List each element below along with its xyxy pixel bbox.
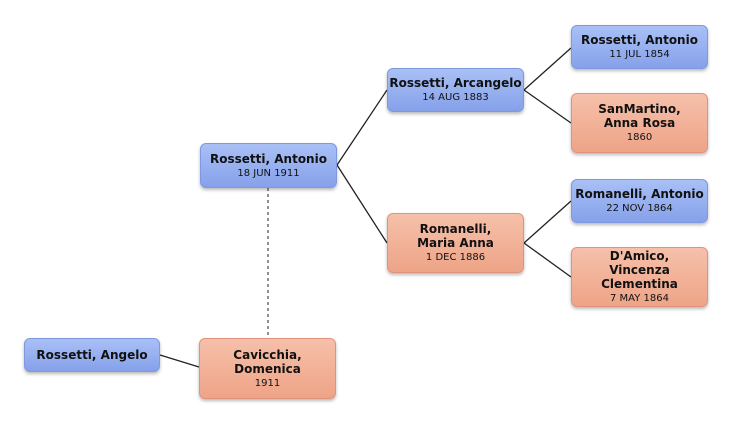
person-rossetti-angelo[interactable]: Rossetti, Angelo bbox=[24, 338, 160, 372]
connector-arcangelo-anna-rosa bbox=[523, 89, 572, 124]
person-date: 18 JUN 1911 bbox=[237, 167, 300, 179]
person-name: Romanelli, Antonio bbox=[575, 187, 704, 201]
person-rossetti-antonio-1911[interactable]: Rossetti, Antonio 18 JUN 1911 bbox=[200, 143, 337, 188]
person-damico-vincenza-clementina[interactable]: D'Amico, Vincenza Clementina 7 MAY 1864 bbox=[571, 247, 708, 307]
person-date: 22 NOV 1864 bbox=[606, 203, 673, 214]
connector-maria-anna-romanelli-antonio bbox=[523, 200, 572, 244]
person-date: 7 MAY 1864 bbox=[610, 293, 669, 304]
person-name: SanMartino, Anna Rosa bbox=[598, 102, 681, 130]
connector-antonio-arcangelo bbox=[336, 89, 388, 166]
person-name: Rossetti, Antonio bbox=[210, 151, 327, 166]
person-date: 1911 bbox=[254, 377, 281, 389]
person-name: Cavicchia, Domenica bbox=[233, 347, 302, 376]
person-name: Rossetti, Arcangelo bbox=[389, 76, 522, 90]
person-date: 1860 bbox=[626, 132, 653, 143]
person-romanelli-maria-anna[interactable]: Romanelli, Maria Anna 1 DEC 1886 bbox=[387, 213, 524, 273]
person-name: Rossetti, Antonio bbox=[581, 33, 698, 47]
person-date: 11 JUL 1854 bbox=[609, 49, 670, 60]
person-cavicchia-domenica[interactable]: Cavicchia, Domenica 1911 bbox=[199, 338, 336, 399]
connector-arcangelo-antonio-1854 bbox=[523, 47, 572, 91]
person-date: 14 AUG 1883 bbox=[422, 92, 489, 103]
person-rossetti-arcangelo[interactable]: Rossetti, Arcangelo 14 AUG 1883 bbox=[387, 68, 524, 112]
connector-maria-anna-vincenza bbox=[523, 242, 572, 278]
person-romanelli-antonio[interactable]: Romanelli, Antonio 22 NOV 1864 bbox=[571, 179, 708, 223]
person-name: Rossetti, Angelo bbox=[36, 348, 148, 362]
person-name: D'Amico, Vincenza Clementina bbox=[601, 249, 678, 291]
connector-antonio-maria-anna bbox=[336, 164, 388, 244]
person-rossetti-antonio-1854[interactable]: Rossetti, Antonio 11 JUL 1854 bbox=[571, 25, 708, 69]
person-sanmartino-anna-rosa[interactable]: SanMartino, Anna Rosa 1860 bbox=[571, 93, 708, 153]
person-name: Romanelli, Maria Anna bbox=[417, 222, 494, 250]
connector-angelo-domenica bbox=[159, 354, 200, 368]
person-date: 1 DEC 1886 bbox=[425, 252, 486, 263]
